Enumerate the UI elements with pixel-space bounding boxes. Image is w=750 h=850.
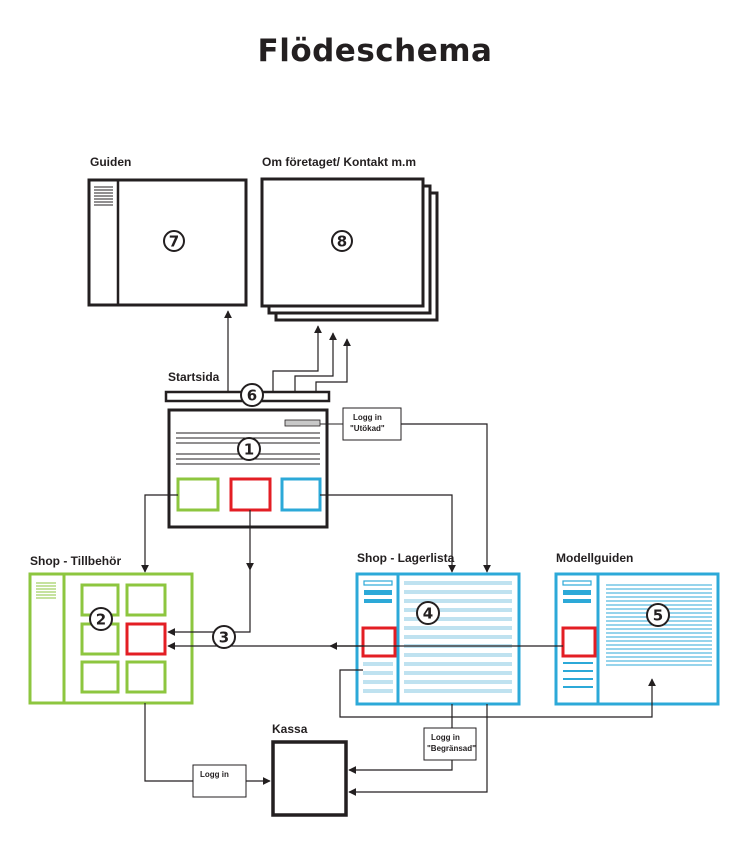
svg-text:"Utökad": "Utökad" <box>350 424 385 433</box>
login-utokad-box: Logg in "Utökad" <box>342 407 402 441</box>
om-foretaget-pages <box>260 177 439 322</box>
marker-2: 2 <box>89 607 113 631</box>
startsida-label: Startsida <box>168 370 220 384</box>
svg-text:Logg in: Logg in <box>200 770 229 779</box>
svg-text:7: 7 <box>169 233 179 251</box>
svg-text:1: 1 <box>244 441 254 459</box>
startsida-page <box>167 408 329 529</box>
svg-text:6: 6 <box>247 387 257 405</box>
svg-text:4: 4 <box>423 605 433 623</box>
kassa-page <box>271 740 348 817</box>
marker-5: 5 <box>646 603 670 627</box>
marker-7: 7 <box>163 230 185 252</box>
svg-text:8: 8 <box>337 233 347 251</box>
om-foretaget-label: Om företaget/ Kontakt m.m <box>262 155 416 169</box>
svg-text:2: 2 <box>96 611 106 629</box>
login-begransad-box: Logg in "Begränsad" <box>423 727 477 761</box>
marker-6: 6 <box>240 383 264 407</box>
modellguiden-page <box>554 572 720 706</box>
kassa-label: Kassa <box>272 722 308 736</box>
modellguiden-label: Modellguiden <box>556 551 633 565</box>
marker-3: 3 <box>212 625 236 649</box>
marker-1: 1 <box>237 437 261 461</box>
svg-text:3: 3 <box>219 629 229 647</box>
login-box: Logg in <box>192 764 247 798</box>
svg-text:"Begränsad": "Begränsad" <box>427 744 476 753</box>
svg-text:Logg in: Logg in <box>431 733 460 742</box>
shop-lagerlista-label: Shop - Lagerlista <box>357 551 455 565</box>
page-title: Flödeschema <box>257 33 493 69</box>
guiden-label: Guiden <box>90 155 131 169</box>
svg-text:Logg in: Logg in <box>353 413 382 422</box>
shop-lagerlista-page <box>355 572 521 706</box>
marker-8: 8 <box>331 230 353 252</box>
svg-text:5: 5 <box>653 607 663 625</box>
shop-tillbehor-page <box>28 572 194 705</box>
shop-tillbehor-label: Shop - Tillbehör <box>30 554 121 568</box>
marker-4: 4 <box>416 601 440 625</box>
